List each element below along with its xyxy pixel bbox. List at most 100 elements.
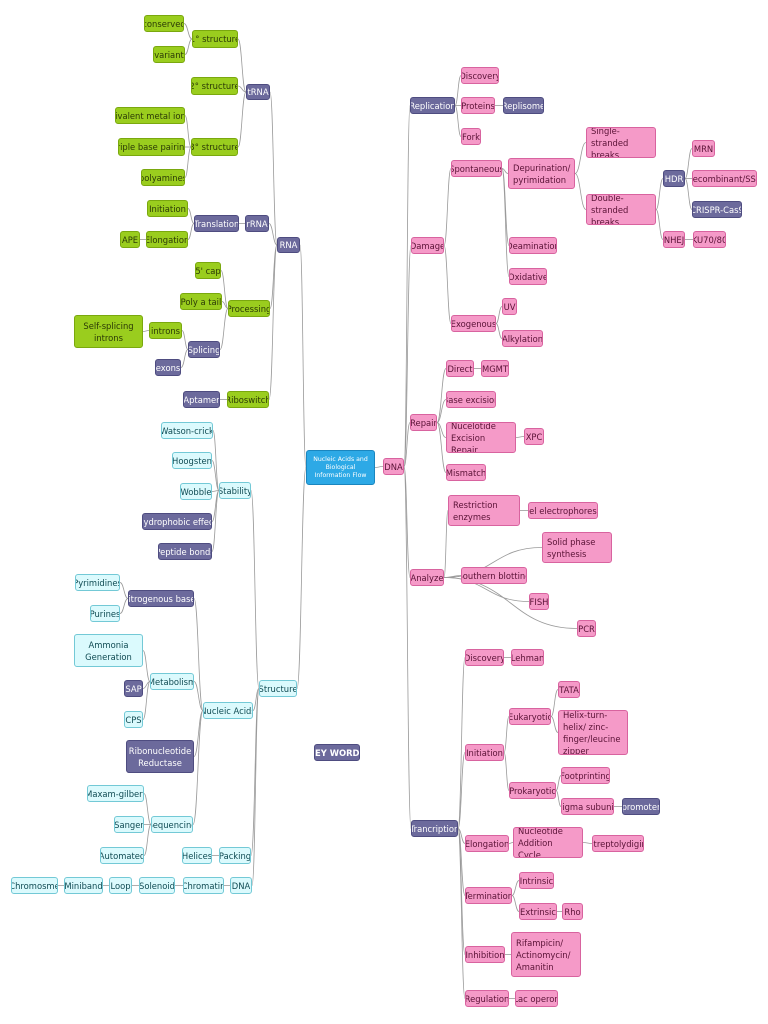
- node-loop[interactable]: Loop: [109, 877, 132, 894]
- node-mrn[interactable]: MRN: [692, 140, 715, 157]
- node-ammonia[interactable]: Ammonia Generation: [74, 634, 143, 667]
- node-mgmt[interactable]: MGMT: [481, 360, 509, 377]
- node-trna[interactable]: tRNA: [246, 84, 270, 100]
- node-oxidative[interactable]: Oxidative: [509, 268, 547, 285]
- node-hdr[interactable]: HDR: [663, 170, 685, 187]
- node-dna[interactable]: DNA: [383, 458, 404, 475]
- node-lac[interactable]: Lac operon: [515, 990, 558, 1007]
- node-splicing[interactable]: Splicing: [188, 341, 220, 358]
- node-t-elongation[interactable]: Elongation: [465, 835, 509, 852]
- node-cap[interactable]: 5' cap: [195, 262, 221, 279]
- node-sanger[interactable]: Sanger: [114, 816, 144, 833]
- node-depurination[interactable]: Depurination/ pyrimidation: [508, 158, 575, 189]
- node-polya[interactable]: Poly a tail: [180, 293, 222, 310]
- node-spontaneous[interactable]: Spontaneous: [451, 160, 502, 177]
- node-processing[interactable]: Processing: [228, 300, 270, 317]
- node-inhibition[interactable]: Inhibition: [465, 946, 505, 963]
- node-variant[interactable]: variant: [153, 46, 185, 63]
- node-tata[interactable]: TATA: [558, 681, 580, 698]
- node-purines[interactable]: Purines: [90, 605, 120, 622]
- node-discovery[interactable]: Discovery: [461, 67, 499, 84]
- node-watson[interactable]: Watson-crick: [161, 422, 213, 439]
- node-t-regulation[interactable]: Regulation: [465, 990, 509, 1007]
- node-rif[interactable]: Rifampicin/ Actinomycin/ Amanitin: [511, 932, 581, 977]
- node-sap[interactable]: SAP: [124, 680, 143, 697]
- node-damage[interactable]: Damage: [411, 237, 444, 254]
- node-direct[interactable]: Direct: [446, 360, 474, 377]
- node-trancription[interactable]: Trancription: [411, 820, 458, 837]
- node-fish[interactable]: FISH: [529, 593, 549, 610]
- node-hoogsten[interactable]: Hoogsten: [172, 452, 212, 469]
- node-selfsplicing[interactable]: Self-splicing introns: [74, 315, 143, 348]
- node-footprinting[interactable]: Footprinting: [561, 767, 610, 784]
- node-promoter[interactable]: promoter: [622, 798, 660, 815]
- node-automated[interactable]: Automated: [100, 847, 144, 864]
- node-divalent[interactable]: divalent metal ions: [115, 107, 185, 124]
- node-dnaS[interactable]: DNA: [230, 877, 252, 894]
- node-introns[interactable]: introns: [149, 322, 182, 339]
- node-chromosome[interactable]: Chromosme: [11, 877, 58, 894]
- node-pyrimidines[interactable]: Pyrimidines: [75, 574, 120, 591]
- node-hth[interactable]: Helix-turn-helix/ zinc-finger/leucine zi…: [558, 710, 628, 755]
- node-translation[interactable]: Translation: [194, 215, 239, 232]
- node-rna[interactable]: RNA: [277, 237, 300, 253]
- node-repair[interactable]: Repair: [410, 414, 437, 431]
- node-triple[interactable]: triple base pairing: [118, 138, 185, 156]
- node-proteins[interactable]: Proteins: [461, 97, 495, 114]
- node-mismatch[interactable]: Mismatch: [446, 464, 486, 481]
- node-peptide[interactable]: Peptide bonds: [158, 543, 212, 560]
- node-rrna[interactable]: rRNA: [245, 215, 269, 232]
- node-ssb[interactable]: Single-stranded breaks: [586, 127, 656, 158]
- node-aptamer[interactable]: Aptamer: [183, 391, 220, 408]
- node-sequencing[interactable]: Sequencing: [151, 816, 193, 833]
- node-crispr[interactable]: CRISPR-Cas9: [692, 201, 742, 218]
- node-alkylation[interactable]: Alkylation: [502, 330, 543, 347]
- node-southern[interactable]: Southern blotting: [461, 567, 527, 584]
- node-replication[interactable]: Replication: [410, 97, 455, 114]
- node-pcr[interactable]: PCR: [577, 620, 596, 637]
- node-ku[interactable]: KU70/80: [693, 231, 726, 248]
- node-dsb[interactable]: Double-stranded breaks: [586, 194, 656, 225]
- node-eukaryotic[interactable]: Eukaryotic: [509, 708, 551, 725]
- node-uv[interactable]: UV: [502, 298, 517, 315]
- node-keywords[interactable]: KEY WORDS: [314, 744, 360, 761]
- node-structure[interactable]: Structure: [259, 680, 297, 697]
- node-recomb[interactable]: Recombinant/SSA: [692, 170, 757, 187]
- node-solid[interactable]: Solid phase synthesis: [542, 532, 612, 563]
- node-base[interactable]: Base excision: [446, 391, 496, 408]
- node-miniband[interactable]: Miniband: [64, 877, 103, 894]
- node-restriction[interactable]: Restriction enzymes: [448, 495, 520, 526]
- node-termination[interactable]: Termination: [465, 887, 512, 904]
- node-hydrophobic[interactable]: Hydrophobic effect: [142, 513, 212, 530]
- node-rnr[interactable]: Ribonucleotide Reductase: [126, 740, 194, 773]
- node-replisome[interactable]: Replisome: [503, 97, 544, 114]
- node-sigma[interactable]: sigma subunit: [561, 798, 614, 815]
- node-extrinsic[interactable]: Extrinsic: [519, 903, 557, 920]
- node-exons[interactable]: exons: [155, 359, 181, 376]
- node-ape[interactable]: APE: [120, 231, 140, 248]
- node-strepto[interactable]: streptolydigin: [592, 835, 644, 852]
- node-nucleic[interactable]: Nucleic Acids: [203, 702, 253, 719]
- node-riboswitch[interactable]: Riboswitch: [227, 391, 269, 408]
- node-deamination[interactable]: Deamination: [509, 237, 557, 254]
- node-prokaryotic[interactable]: Prokaryotic: [509, 782, 556, 799]
- node-initiation[interactable]: Initiation: [147, 200, 188, 217]
- node-chromatin[interactable]: Chromatin: [183, 877, 224, 894]
- node-s1[interactable]: 1° structure: [192, 30, 238, 48]
- node-gel[interactable]: Gel electrophoresis: [528, 502, 598, 519]
- node-center[interactable]: Nucleic Acids and Biological Information…: [306, 450, 375, 485]
- node-metabolism[interactable]: Metabolism: [150, 673, 194, 690]
- node-t-discovery[interactable]: Discovery: [465, 649, 504, 666]
- node-fork[interactable]: Fork: [461, 128, 481, 145]
- node-s2[interactable]: 2° structure: [191, 77, 238, 95]
- node-maxam[interactable]: Maxam-gilbert: [87, 785, 144, 802]
- node-ner[interactable]: Nucelotide Excision Repair: [446, 422, 516, 453]
- node-intrinsic[interactable]: Intrinsic: [519, 872, 554, 889]
- node-nhej[interactable]: NHEJ: [663, 231, 685, 248]
- node-s3[interactable]: 3° structure: [191, 138, 238, 156]
- node-xpc[interactable]: XPC: [524, 428, 544, 445]
- node-nac[interactable]: Nucleotide Addition Cycle: [513, 827, 583, 858]
- node-elongation[interactable]: Elongation: [146, 231, 188, 248]
- node-cps[interactable]: CPS: [124, 711, 143, 728]
- node-analyze[interactable]: Analyze: [410, 569, 444, 586]
